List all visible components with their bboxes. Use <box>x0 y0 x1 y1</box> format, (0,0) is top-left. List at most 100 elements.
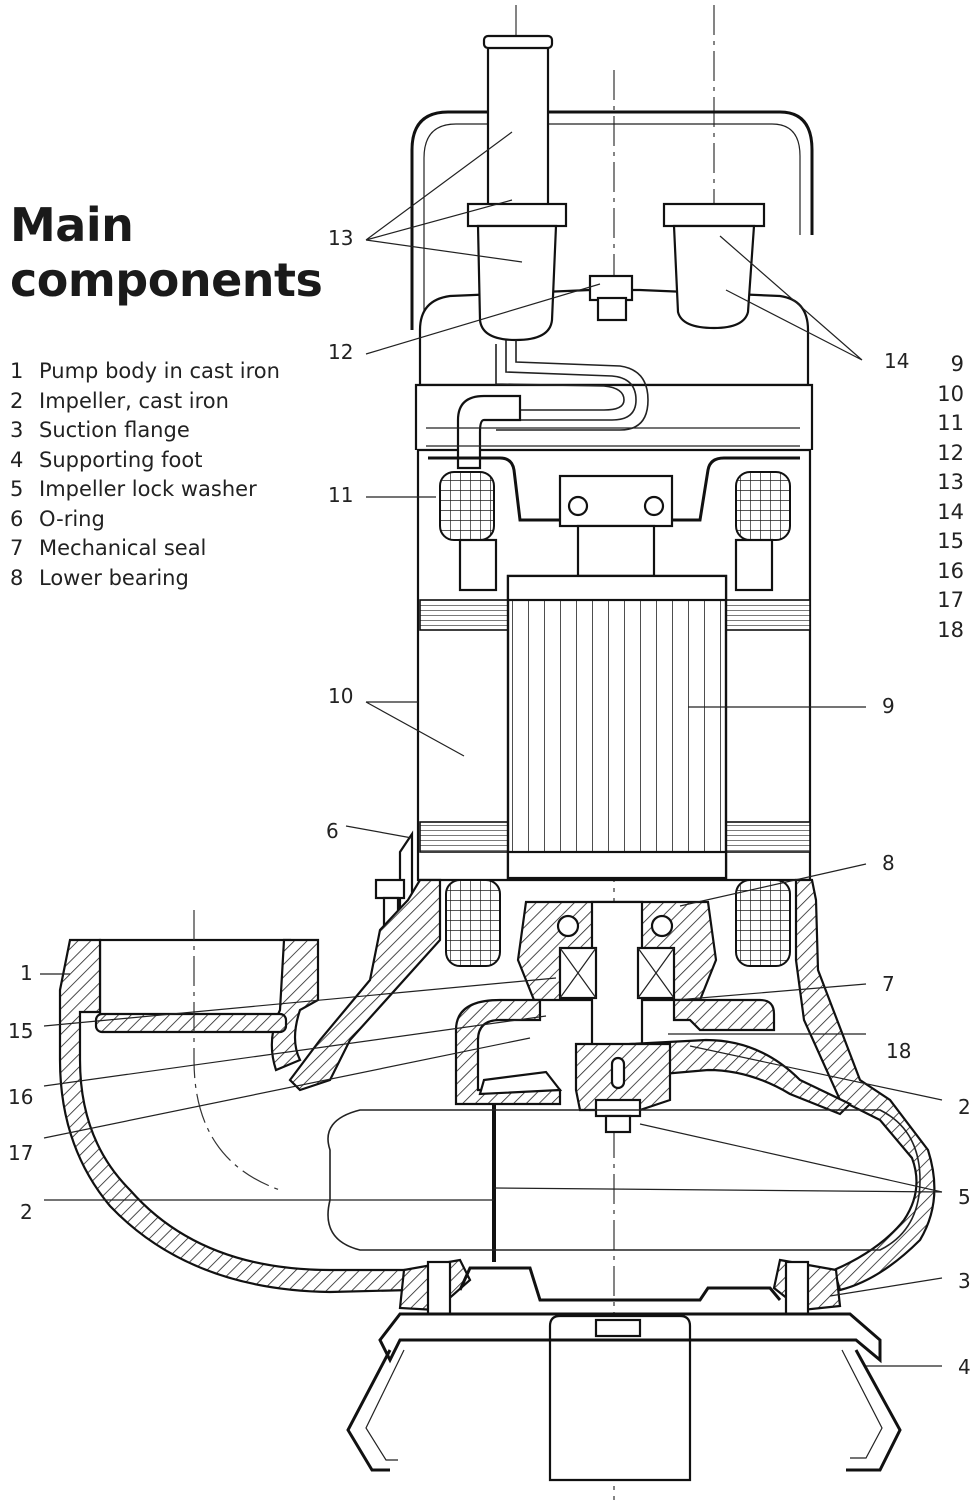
legend-item: 9 <box>934 350 976 380</box>
legend-label: Impeller lock washer <box>39 477 257 501</box>
legend-number: 7 <box>10 536 24 560</box>
leader-6 <box>345 825 413 839</box>
callout-1: 1 <box>20 961 33 985</box>
leader-5 <box>493 1123 943 1193</box>
title-line-1: Main <box>10 198 134 252</box>
shaft-upper <box>576 524 656 578</box>
callout-18: 18 <box>886 1039 911 1063</box>
discharge-elbow-outer <box>58 938 412 1294</box>
callout-11: 11 <box>328 483 353 507</box>
legend-label: O-ring <box>39 506 105 531</box>
impeller-key <box>610 1056 626 1090</box>
supporting-foot-center <box>548 1314 692 1482</box>
legend-label: Pump body in cast iron <box>39 359 280 383</box>
callout-14: 14 <box>884 349 909 373</box>
legend-number: 13 <box>937 470 964 494</box>
volute-chamber <box>327 1109 921 1251</box>
callout-15: 15 <box>8 1019 33 1043</box>
leader-17 <box>43 1037 531 1139</box>
impeller-vane <box>478 1070 563 1096</box>
supporting-foot-leg-right-inner <box>841 1349 883 1459</box>
callout-3: 3 <box>958 1269 971 1293</box>
cable-gland-nut <box>662 202 766 228</box>
callout-2-left: 2 <box>20 1200 33 1224</box>
legend-number: 10 <box>937 381 964 406</box>
leader-2-right <box>689 1045 943 1101</box>
legend-item: 13 <box>934 468 976 498</box>
legend-item: 15 <box>934 527 976 557</box>
legend-item: 12 <box>934 439 976 469</box>
legend-number: 12 <box>937 440 964 465</box>
lifting-handle <box>410 110 814 330</box>
stator-winding-lower-right <box>735 879 791 967</box>
legend-item: 10 <box>934 380 976 410</box>
legend-label: Suction flange <box>39 418 190 442</box>
legend-item: 7 Mechanical seal <box>10 534 280 564</box>
power-cable <box>496 340 649 431</box>
legend-number: 16 <box>937 558 964 583</box>
cable-gland-body <box>672 224 756 330</box>
stator-lamination <box>723 821 811 853</box>
upper-bearing-ball <box>567 495 589 517</box>
legend-number: 17 <box>937 588 964 612</box>
cable-gland-nut <box>466 202 568 228</box>
cover-bolt-head <box>596 296 628 322</box>
callout-6: 6 <box>326 819 339 843</box>
callout-8: 8 <box>882 851 895 875</box>
winding-lead <box>734 538 774 592</box>
flange-bolt <box>784 1260 810 1316</box>
stator-lamination <box>723 599 811 631</box>
lifting-handle-inner <box>423 123 801 330</box>
legend-number: 18 <box>937 617 964 642</box>
page-title: Main components <box>10 198 323 308</box>
callout-13: 13 <box>328 226 353 250</box>
leader-10 <box>365 701 465 757</box>
legend-label: Supporting foot <box>39 447 203 472</box>
legend-number: 2 <box>10 388 24 413</box>
callout-10: 10 <box>328 684 353 708</box>
leader-13 <box>365 131 523 263</box>
legend-item: 11 <box>934 409 976 439</box>
lower-bearing-ball <box>650 914 674 938</box>
supporting-foot-leg-right <box>846 1349 902 1472</box>
volute-inner-wall <box>672 998 776 1032</box>
rotor-end-ring <box>506 850 728 880</box>
legend-item: 18 <box>934 616 976 646</box>
flange-bolt <box>426 1260 452 1316</box>
legend-item: 17 <box>934 586 976 616</box>
leader-3 <box>829 1277 943 1297</box>
callout-4: 4 <box>958 1355 971 1379</box>
discharge-opening <box>98 938 292 1022</box>
rotor-end-ring <box>506 574 728 602</box>
legend-item: 14 <box>934 498 976 528</box>
callout-9: 9 <box>882 694 895 718</box>
legend-label: Mechanical seal <box>39 536 207 560</box>
foot-bolt <box>594 1318 642 1338</box>
supporting-foot-ring <box>378 1312 882 1364</box>
upper-bearing-ball <box>643 495 665 517</box>
callout-12: 12 <box>328 340 353 364</box>
legend-number: 8 <box>10 565 24 590</box>
lower-bearing-ball <box>556 914 580 938</box>
legend-item: 2 Impeller, cast iron <box>10 387 280 417</box>
components-legend-right: 9 10 11 12 13 14 15 16 17 18 <box>934 350 976 645</box>
leader-15 <box>43 977 557 1027</box>
legend-number: 11 <box>937 411 964 435</box>
impeller-lock-washer <box>594 1098 642 1118</box>
legend-label: Impeller, cast iron <box>39 388 229 413</box>
winding-lead <box>458 538 498 592</box>
pump-body-right-wall <box>794 878 936 1292</box>
power-cable <box>505 340 637 421</box>
supporting-foot-leg-left <box>346 1349 392 1472</box>
impeller-nut <box>604 1114 632 1134</box>
leader-14 <box>719 235 863 361</box>
leader-16 <box>43 1015 547 1087</box>
cover-bolt <box>588 274 634 302</box>
rotor <box>506 574 728 880</box>
cable-gland-body <box>476 224 558 342</box>
